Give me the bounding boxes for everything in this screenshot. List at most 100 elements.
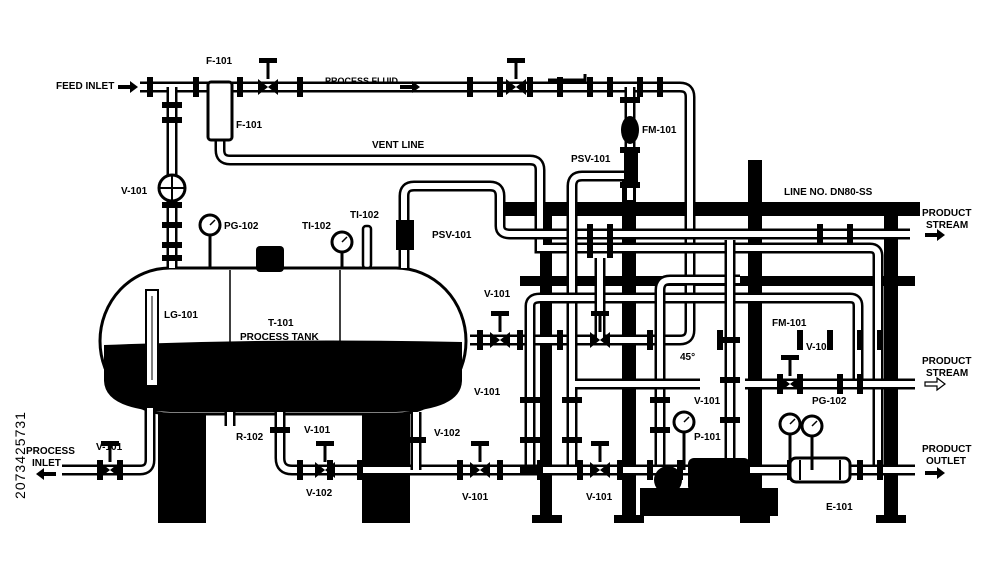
pipe-segment-bore (140, 84, 693, 343)
gauge-needle (683, 416, 690, 423)
pipe-segment-bore (217, 87, 881, 470)
flange (587, 77, 593, 97)
label-v101-mid-top: V-101 (484, 289, 511, 300)
flange (162, 117, 182, 123)
flange (162, 222, 182, 228)
flange (720, 337, 740, 343)
flange (877, 330, 883, 350)
handwheel-valve-icon (157, 173, 187, 203)
process-inlet-arrow-icon (36, 468, 56, 480)
valve-body-icon (506, 79, 526, 95)
flange (827, 330, 833, 350)
label-product-outlet-1: PRODUCT (922, 444, 971, 455)
flange (297, 77, 303, 97)
flange (162, 202, 182, 208)
tank-liquid (104, 340, 462, 412)
flange (857, 374, 863, 394)
flange (577, 460, 583, 480)
flange (147, 77, 153, 97)
label-lg101: LG-101 (164, 310, 198, 321)
label-process-inlet-1: PROCESS (26, 446, 75, 457)
label-v101-mid: V-101 (474, 387, 501, 398)
filter-icon (206, 80, 234, 142)
process-fluid-arrow-icon (400, 81, 420, 93)
label-product-stream-mid-1: PRODUCT (922, 356, 971, 367)
product-outlet-arrow-icon (925, 467, 945, 479)
flange (617, 460, 623, 480)
label-feed-inlet: FEED INLET (56, 81, 114, 92)
label-product-stream-top-1: PRODUCT (922, 208, 971, 219)
flow-arrows (36, 81, 946, 480)
pipe-segment (398, 180, 910, 268)
gauge-needle (811, 420, 818, 427)
pump-icon (640, 458, 778, 516)
flange (817, 224, 823, 244)
flange (457, 460, 463, 480)
flange (162, 255, 182, 261)
flange (797, 330, 803, 350)
flange (497, 77, 503, 97)
flange (162, 242, 182, 248)
flange (607, 238, 613, 258)
base-c (740, 515, 770, 523)
valve-handwheel-icon (316, 441, 334, 446)
valve-body-icon (258, 79, 278, 95)
label-p101: P-101 (694, 432, 721, 443)
flange (587, 224, 593, 244)
flange (647, 460, 653, 480)
label-v102-right: V-102 (806, 342, 833, 353)
flange (557, 77, 563, 97)
base-a (532, 515, 562, 523)
flange (270, 427, 290, 433)
flange (720, 417, 740, 423)
label-ti102-a: TI-102 (302, 221, 331, 232)
label-fm101-top: FM-101 (642, 125, 677, 136)
valve-handwheel-icon (101, 441, 119, 446)
manhole-icon (256, 246, 284, 272)
pipe-segment-bore (527, 295, 861, 470)
feed-arrow-icon (118, 81, 138, 93)
flange (637, 77, 643, 97)
label-tank-name: PROCESS TANK (240, 332, 319, 343)
flange (357, 460, 363, 480)
label-product-stream-top-2: STREAM (926, 220, 968, 231)
label-line-no: LINE NO. DN80-SS (784, 187, 873, 198)
flange (620, 182, 640, 188)
pipe-segment-bore (277, 412, 915, 473)
flange (857, 330, 863, 350)
valve-body-icon (315, 462, 335, 478)
product-stream-top-arrow-icon (925, 229, 945, 241)
label-v102-bottom-left: V-102 (306, 488, 333, 499)
flange (647, 330, 653, 350)
column-a (540, 202, 552, 522)
label-product-outlet-2: OUTLET (926, 456, 966, 467)
flange (520, 437, 540, 443)
flange (477, 330, 483, 350)
gauge-needle (341, 236, 348, 243)
flange (877, 460, 883, 480)
thermometer-icon (361, 224, 373, 270)
valve-body-icon (470, 462, 490, 478)
base-d (876, 515, 906, 523)
valve-body-icon (590, 462, 610, 478)
label-f101-top: F-101 (206, 56, 233, 67)
label-product-stream-mid-2: STREAM (926, 368, 968, 379)
process-tank (98, 266, 468, 416)
valve-body-icon (490, 332, 510, 348)
label-tank-id: T-101 (268, 318, 294, 329)
valve-lever-icon (548, 74, 587, 82)
tank-saddle-left (158, 408, 206, 523)
flange (720, 377, 740, 383)
label-psv101-tank: PSV-101 (432, 230, 472, 241)
heat-exchanger-icon (788, 456, 852, 484)
gauge-needle (209, 219, 216, 226)
flange (562, 437, 582, 443)
relief-valve-icon (396, 220, 414, 250)
label-process-fluid: PROCESS FLUID (325, 76, 399, 86)
flange (467, 77, 473, 97)
valve-handwheel-icon (591, 311, 609, 316)
beam-top (500, 202, 920, 216)
flange (650, 397, 670, 403)
